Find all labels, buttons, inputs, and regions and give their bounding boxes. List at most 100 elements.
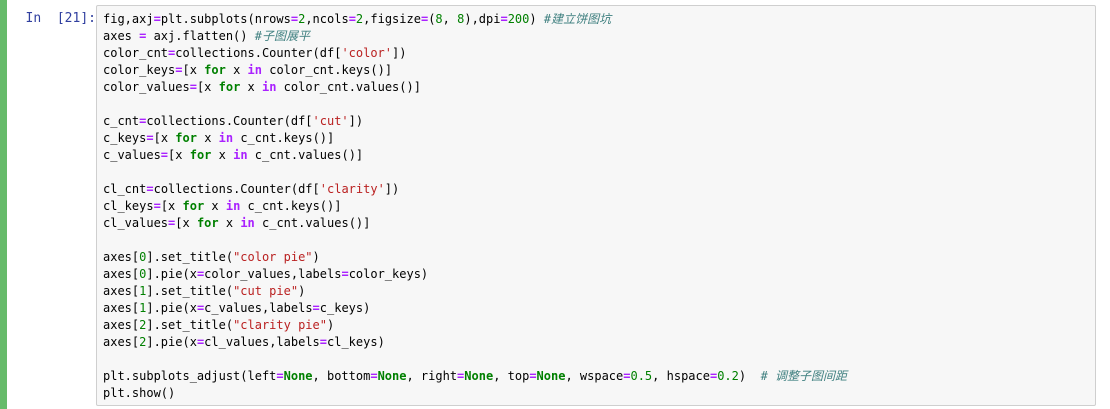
code-token: axes[ [103, 318, 140, 332]
code-token: = [370, 369, 378, 383]
code-token: = [168, 46, 176, 60]
code-token: = [189, 80, 197, 94]
code-token: = [153, 12, 161, 26]
code-token: = [196, 301, 205, 315]
code-token: c_keys) [319, 301, 371, 315]
input-prompt: In [21]: [25, 11, 96, 26]
code-token: color_cnt.keys()] [262, 63, 393, 77]
code-token: plt.subplots(nrows [160, 12, 291, 26]
code-token: ].pie(x [146, 335, 197, 349]
code-token: axj.flatten() [146, 29, 255, 43]
code-token: in [262, 80, 277, 94]
code-token: 'clarity' [319, 182, 385, 196]
code-token: = [196, 335, 205, 349]
code-token: 0.5 [630, 369, 653, 383]
code-line: axes = axj.flatten() #子图展平 [103, 28, 847, 45]
code-token: , hspace [652, 369, 710, 383]
code-token: 2 [355, 12, 364, 26]
code-token: c_keys [103, 131, 147, 145]
code-token: 200 [507, 12, 530, 26]
code-token: 1 [139, 284, 147, 298]
code-token: , [442, 12, 458, 26]
code-token: ),dpi [464, 12, 501, 26]
code-token: , bottom [312, 369, 371, 383]
code-token: 8 [457, 12, 465, 26]
code-line: c_cnt=collections.Counter(df['cut']) [103, 113, 847, 130]
code-token: ].pie(x [146, 267, 197, 281]
code-token: 'color' [341, 46, 393, 60]
code-token: color_keys) [348, 267, 429, 281]
code-token: , wspace [565, 369, 624, 383]
code-line: axes[0].pie(x=color_values,labels=color_… [103, 266, 847, 283]
code-token: 8 [435, 12, 443, 26]
code-token: ]) [392, 46, 407, 60]
code-token: # 调整子图间距 [760, 369, 848, 383]
code-token: 2 [139, 318, 147, 332]
code-token: c_cnt [103, 114, 140, 128]
code-token: "cut pie" [233, 284, 299, 298]
code-token: 0.2 [717, 369, 739, 383]
code-token: in [225, 199, 241, 213]
code-token: = [276, 369, 284, 383]
code-token: None [377, 369, 407, 383]
code-token: ]) [348, 114, 364, 128]
code-token: = [168, 216, 176, 230]
code-line [103, 96, 847, 113]
code-token: [x [160, 199, 183, 213]
code-token: cl_values [103, 216, 169, 230]
code-input-area[interactable]: fig,axj=plt.subplots(nrows=2,ncols=2,fig… [96, 5, 1096, 406]
code-token: = [709, 369, 718, 383]
code-token: = [341, 267, 349, 281]
code-token: color_values [103, 80, 190, 94]
code-token: in [240, 216, 255, 230]
code-token: for [182, 199, 205, 213]
code-token: cl_keys [103, 199, 154, 213]
code-token: = [348, 12, 356, 26]
code-token: in [218, 131, 234, 145]
code-token: fig,axj [103, 12, 154, 26]
code-token: ]) [384, 182, 400, 196]
code-token: 1 [139, 301, 147, 315]
code-token: color_cnt.values()] [276, 80, 421, 94]
code-token: ].set_title( [146, 250, 234, 264]
code-token: = [196, 267, 205, 281]
code-token: collections.Counter(df[ [146, 114, 313, 128]
code-line: c_keys=[x for x in c_cnt.keys()] [103, 130, 847, 147]
code-token: = [146, 182, 154, 196]
code-editor[interactable]: fig,axj=plt.subplots(nrows=2,ncols=2,fig… [103, 11, 847, 402]
code-token: ) [529, 12, 544, 26]
code-token: for [196, 216, 219, 230]
code-token: #子图展平 [254, 29, 310, 43]
code-token: cl_values,labels [204, 335, 320, 349]
code-token: ( [428, 12, 436, 26]
code-token: = [529, 369, 537, 383]
code-token: #建立饼图坑 [543, 12, 612, 26]
code-token: = [319, 335, 327, 349]
code-token: ) [298, 284, 306, 298]
code-line: plt.show() [103, 385, 847, 402]
code-line [103, 232, 847, 249]
code-token: None [536, 369, 566, 383]
code-token: x [225, 63, 248, 77]
code-token: [x [196, 80, 219, 94]
code-token: x [218, 216, 241, 230]
code-line: axes[1].set_title("cut pie") [103, 283, 847, 300]
code-token: [x [168, 148, 190, 162]
code-token: for [175, 131, 197, 145]
code-token: ) [738, 369, 761, 383]
code-token: = [457, 369, 465, 383]
code-token: = [160, 148, 169, 162]
code-line: color_cnt=collections.Counter(df['color'… [103, 45, 847, 62]
code-token: in [233, 148, 248, 162]
code-line: axes[2].set_title("clarity pie") [103, 317, 847, 334]
code-line: axes[1].pie(x=c_values,labels=c_keys) [103, 300, 847, 317]
code-line: fig,axj=plt.subplots(nrows=2,ncols=2,fig… [103, 11, 847, 28]
code-token: x [204, 199, 226, 213]
code-token: axes[ [103, 284, 140, 298]
code-token: 0 [139, 250, 147, 264]
code-token: 0 [139, 267, 147, 281]
code-line: color_values=[x for x in color_cnt.value… [103, 79, 847, 96]
code-token: , right [406, 369, 458, 383]
code-token: axes[ [103, 301, 140, 315]
